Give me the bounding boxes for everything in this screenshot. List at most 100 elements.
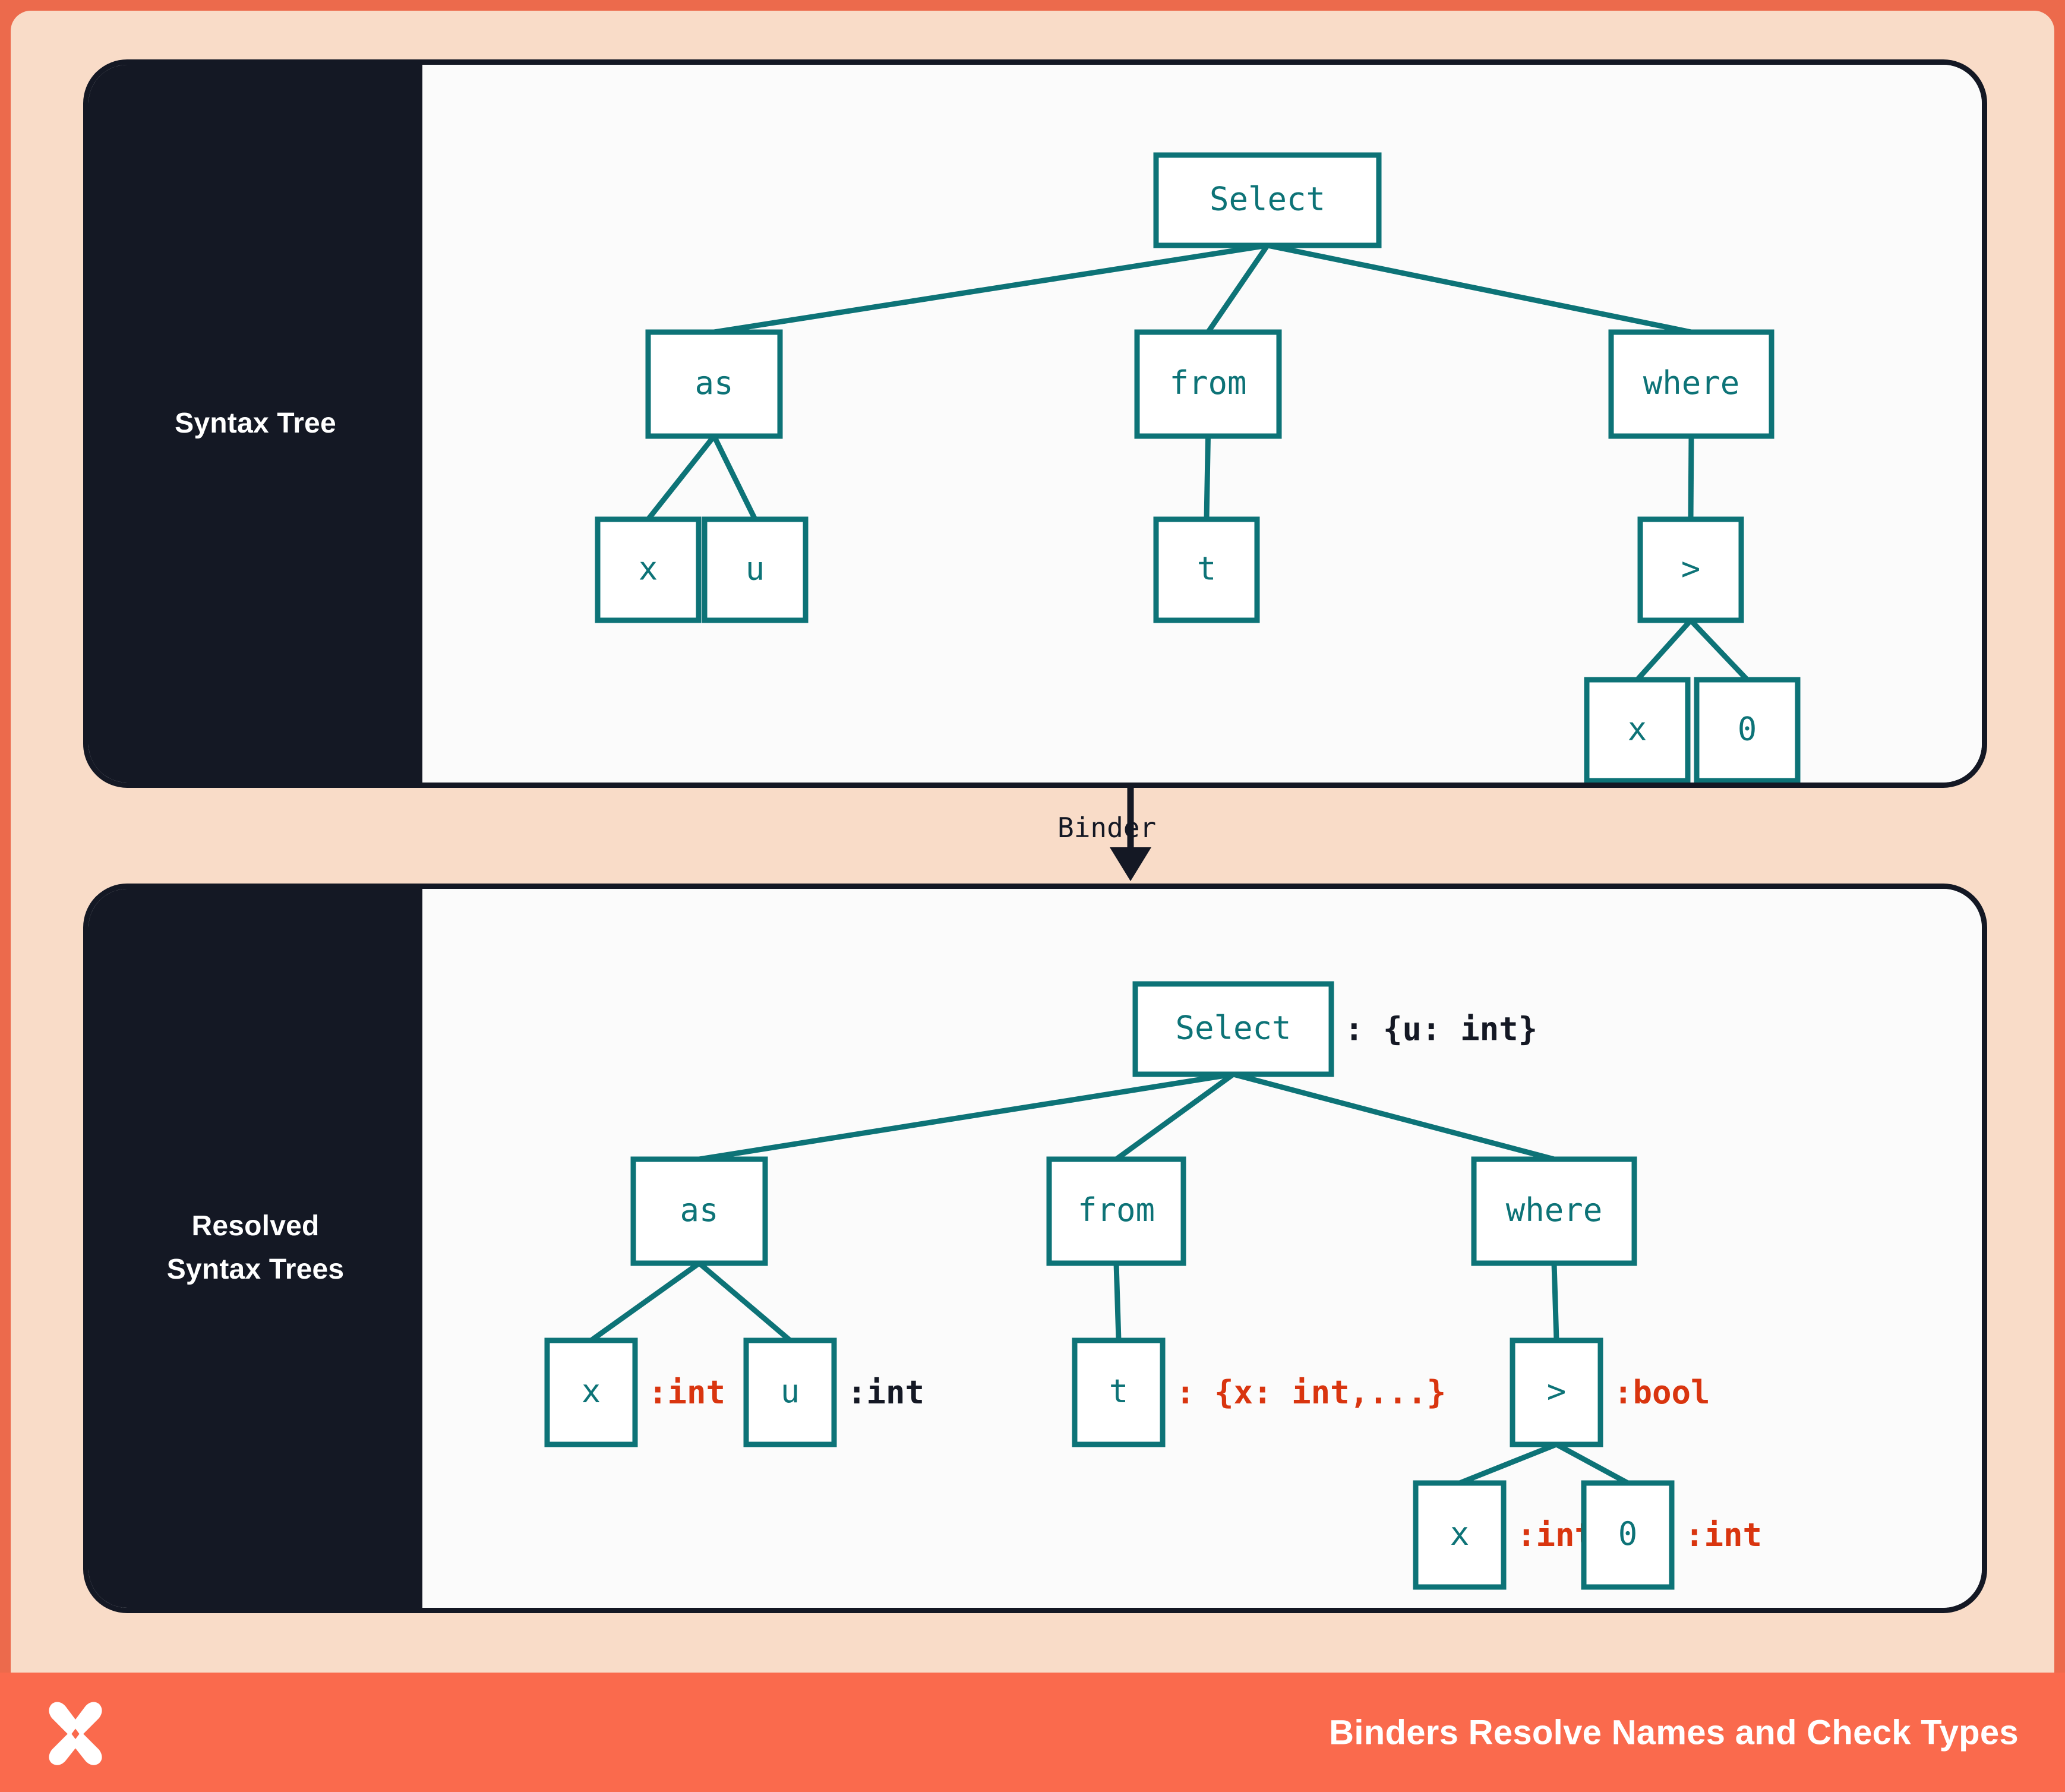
tree-node-as[interactable]: as	[630, 1156, 768, 1266]
tree-node-from[interactable]: from	[1046, 1156, 1186, 1266]
node-box	[1581, 1480, 1675, 1590]
node-box	[1134, 329, 1282, 439]
tree-edge	[711, 435, 758, 520]
node-label: x	[1450, 1515, 1470, 1553]
node-label: Select	[1175, 1009, 1291, 1047]
node-label: u	[746, 550, 765, 588]
resolved-syntax-trees-sidebar-label: Resolved Syntax Trees	[166, 1210, 345, 1285]
tree-node-gt[interactable]: > :bool	[1510, 1337, 1710, 1447]
node-label: as	[694, 364, 733, 402]
tree-edge	[1232, 1071, 1555, 1162]
tree-node-as-x[interactable]: x	[595, 516, 702, 623]
tree-node-as-u[interactable]: u :int	[743, 1337, 924, 1447]
tree-edge	[713, 242, 1268, 335]
tree-edge	[1204, 436, 1211, 520]
node-box	[1608, 329, 1774, 439]
node-box	[1694, 677, 1801, 783]
node-box	[1072, 1337, 1166, 1447]
tree-edge	[699, 1071, 1234, 1162]
node-label: x	[639, 550, 658, 588]
tree-edge	[697, 1261, 792, 1343]
binder-arrow-icon	[1110, 788, 1151, 881]
syntax-tree-sidebar-label: Syntax Tree	[175, 407, 336, 439]
node-type-annotation: :int	[648, 1374, 725, 1411]
node-label: Select	[1210, 181, 1325, 218]
tree-edge	[1688, 618, 1750, 682]
syntax-tree-graphic: Select as from where x u t > x 0	[595, 152, 1801, 783]
node-box	[743, 1337, 837, 1447]
tree-node-gt-x[interactable]: x	[1584, 677, 1691, 783]
node-label: where	[1506, 1191, 1603, 1229]
x-butterfly-logo-icon	[49, 1702, 102, 1765]
tree-node-from-t[interactable]: t	[1153, 516, 1260, 623]
tree-node-where[interactable]: where	[1471, 1156, 1637, 1266]
syntax-tree-panel: Syntax Tree Select as from where x u t > x 0	[83, 59, 1987, 788]
node-label: from	[1078, 1191, 1155, 1229]
resolved-syntax-trees-panel: Resolved Syntax Trees Select : {u: int} as…	[83, 884, 1987, 1613]
tree-edge	[1555, 1442, 1630, 1485]
node-box	[1584, 677, 1691, 783]
node-box	[1132, 981, 1334, 1077]
node-label: from	[1169, 364, 1246, 402]
node-label: where	[1643, 364, 1740, 402]
node-label: 0	[1738, 711, 1757, 748]
tree-node-where[interactable]: where	[1608, 329, 1774, 439]
tree-node-gt-0[interactable]: 0	[1694, 677, 1801, 783]
node-box	[1153, 516, 1260, 623]
tree-edge	[1114, 1072, 1235, 1162]
node-label: x	[582, 1373, 601, 1410]
tree-edge	[589, 1261, 701, 1343]
node-box	[630, 1156, 768, 1266]
node-label: >	[1547, 1373, 1567, 1410]
tree-node-as[interactable]: as	[645, 329, 783, 439]
tree-node-gt[interactable]: >	[1637, 516, 1744, 623]
node-box	[1510, 1337, 1603, 1447]
node-box	[1046, 1156, 1186, 1266]
node-type-annotation: :int	[1685, 1516, 1762, 1554]
tree-node-gt-0[interactable]: 0 :int	[1581, 1480, 1762, 1590]
tree-node-from-t[interactable]: t : {x: int,...}	[1072, 1337, 1446, 1447]
tree-node-select[interactable]: Select	[1153, 152, 1382, 248]
node-box	[1153, 152, 1382, 248]
node-label: x	[1628, 711, 1647, 748]
resolved-syntax-trees-stage: Select : {u: int} as from where x :int u :int t : …	[422, 889, 1982, 1608]
node-type-annotation: : {x: int,...}	[1176, 1374, 1446, 1411]
binder-transition: Binder	[83, 788, 1987, 884]
node-label: 0	[1618, 1515, 1638, 1553]
node-box	[702, 516, 809, 623]
tree-edge	[1113, 1263, 1122, 1341]
tree-edge	[1267, 242, 1692, 335]
node-box	[1413, 1480, 1507, 1590]
node-box	[595, 516, 702, 623]
tree-edge	[1551, 1263, 1559, 1341]
node-label: as	[680, 1191, 718, 1229]
footer-bar: Binders Resolve Names and Check Types	[0, 1673, 2065, 1792]
tree-node-as-x[interactable]: x :int	[544, 1337, 725, 1447]
tree-node-from[interactable]: from	[1134, 329, 1282, 439]
node-type-annotation: :int	[847, 1374, 924, 1411]
node-box	[1637, 516, 1744, 623]
footer-caption: Binders Resolve Names and Check Types	[1329, 1713, 2019, 1752]
tree-edge	[1635, 618, 1693, 682]
node-type-annotation: : {u: int}	[1344, 1011, 1537, 1048]
tree-node-as-u[interactable]: u	[702, 516, 809, 623]
syntax-tree-stage: Select as from where x u t > x 0	[422, 65, 1982, 783]
tree-edge	[646, 434, 716, 521]
node-label: t	[1109, 1373, 1129, 1410]
node-box	[1471, 1156, 1637, 1266]
node-label: u	[781, 1373, 800, 1410]
tree-node-gt-x[interactable]: x :int	[1413, 1480, 1594, 1590]
tree-node-select[interactable]: Select : {u: int}	[1132, 981, 1537, 1077]
tree-edge	[1205, 244, 1270, 334]
node-box	[544, 1337, 638, 1447]
resolved-syntax-trees-graphic: Select : {u: int} as from where x :int u :int t : …	[544, 981, 1762, 1590]
tree-edge	[1458, 1441, 1558, 1486]
node-type-annotation: :int	[1517, 1516, 1594, 1554]
node-box	[645, 329, 783, 439]
node-type-annotation: :bool	[1614, 1374, 1710, 1411]
node-label: >	[1681, 550, 1701, 588]
binder-label: Binder	[1057, 812, 1157, 844]
resolved-syntax-trees-sidebar: Resolved Syntax Trees	[89, 889, 422, 1608]
syntax-tree-sidebar: Syntax Tree	[89, 65, 422, 783]
